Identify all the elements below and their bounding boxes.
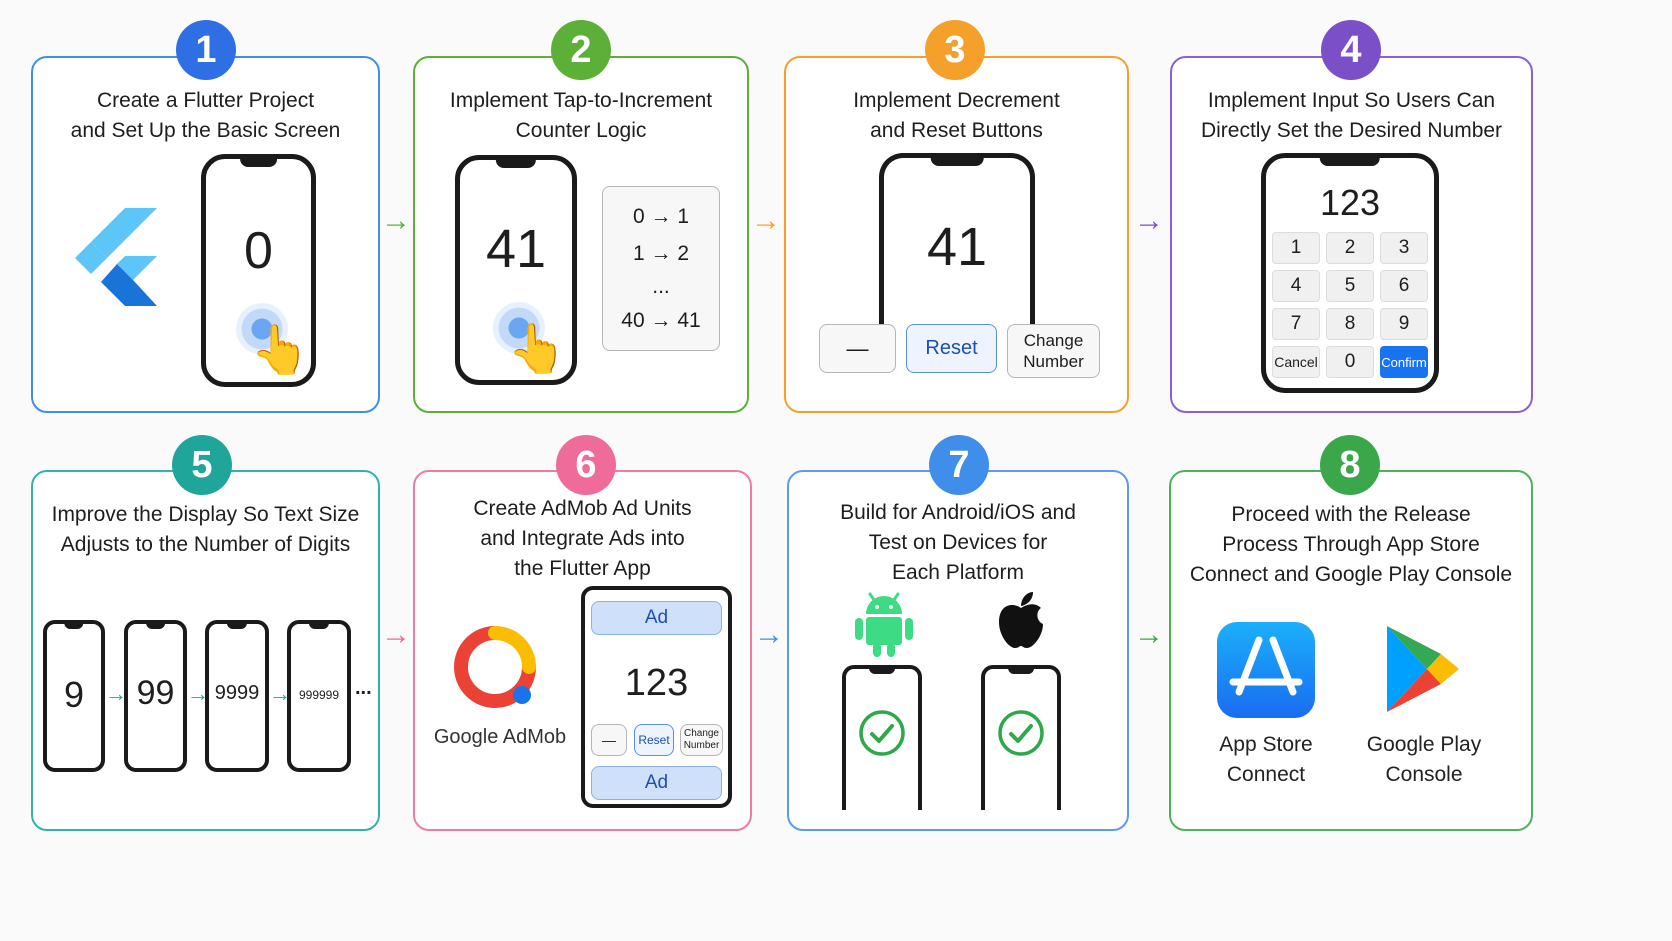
step-4-phone: 123 1 2 3 4 5 6 7 8 9 Cancel 0 Confirm (1261, 153, 1439, 393)
ellipsis: ... (355, 677, 372, 699)
key-0[interactable]: 0 (1326, 346, 1374, 378)
arrow-2-to-3: → (751, 204, 781, 237)
key-3[interactable]: 3 (1380, 232, 1428, 264)
android-icon (855, 592, 913, 657)
key-9[interactable]: 9 (1380, 308, 1428, 340)
arrow-digits-2: → (187, 681, 209, 706)
admob-logo-icon (454, 626, 536, 708)
display-1-digit: 9 (63, 674, 85, 715)
phone-6-digits: 999999 (287, 620, 351, 772)
key-4[interactable]: 4 (1272, 270, 1320, 302)
step-1-phone: 0 👆 (201, 154, 316, 387)
hand-pointer-icon: 👆 (507, 323, 567, 376)
step-6-card: Create AdMob Ad Units and Integrate Ads … (413, 470, 752, 831)
step-8-badge: 8 (1320, 435, 1380, 495)
key-1[interactable]: 1 (1272, 232, 1320, 264)
step-2-badge: 2 (551, 20, 611, 80)
number-display: 123 (624, 662, 689, 704)
step-3-badge: 3 (925, 20, 985, 80)
decrement-button[interactable]: — (591, 724, 627, 756)
step-1-title: Create a Flutter Project and Set Up the … (70, 89, 341, 142)
reset-button[interactable]: Reset (634, 724, 674, 756)
app-store-connect-label: App Store Connect (1219, 733, 1313, 786)
ios-test-phone (981, 665, 1061, 810)
step-1-card: Create a Flutter Project and Set Up the … (31, 56, 380, 413)
google-play-icon (1387, 626, 1459, 712)
sequence-line: 40 → 41 (621, 309, 701, 332)
check-icon (859, 710, 905, 756)
change-number-button[interactable]: Change Number (1007, 324, 1100, 378)
step-4-title: Implement Input So Users Can Directly Se… (1200, 89, 1503, 142)
cancel-key[interactable]: Cancel (1272, 346, 1320, 378)
flutter-logo-icon (75, 208, 157, 306)
arrow-digits-3: → (269, 681, 291, 706)
arrow-1-to-2: → (381, 204, 411, 237)
reset-button[interactable]: Reset (906, 324, 997, 373)
step-6-title: Create AdMob Ad Units and Integrate Ads … (473, 497, 692, 580)
admob-brand-label: Google AdMob (433, 726, 567, 748)
phone-1-digit: 9 (43, 620, 105, 772)
step-2-title: Implement Tap-to-Increment Counter Logic (449, 89, 713, 142)
check-icon (998, 710, 1044, 756)
change-number-button[interactable]: Change Number (680, 724, 723, 756)
display-4-digits: 9999 (214, 682, 260, 704)
tap-indicator (493, 302, 545, 354)
app-store-icon (1217, 622, 1315, 718)
counter-sequence-box: 0 → 1 1 → 2 ... 40 → 41 (602, 186, 720, 351)
android-test-phone (842, 665, 922, 810)
step-7-title: Build for Android/iOS and Test on Device… (840, 501, 1076, 584)
step-8-title: Proceed with the Release Process Through… (1189, 503, 1513, 586)
step-7-card: Build for Android/iOS and Test on Device… (787, 470, 1129, 831)
display-6-digits: 999999 (298, 688, 340, 702)
ad-banner-bottom[interactable]: Ad (591, 766, 722, 800)
arrow-7-to-8: → (1134, 618, 1164, 651)
arrow-5-to-6: → (381, 618, 411, 651)
step-5-card: Improve the Display So Text Size Adjusts… (31, 470, 380, 831)
sequence-line: ... (652, 275, 670, 298)
counter-display: 41 (485, 219, 547, 279)
sequence-line: 1 → 2 (632, 242, 690, 265)
step-4-badge: 4 (1321, 20, 1381, 80)
counter-display: 41 (926, 217, 988, 277)
phone-2-digits: 99 (124, 620, 187, 772)
key-7[interactable]: 7 (1272, 308, 1320, 340)
step-6-phone: Ad 123 — Reset Change Number Ad (581, 586, 732, 808)
confirm-key[interactable]: Confirm (1380, 346, 1428, 378)
step-1-badge: 1 (176, 20, 236, 80)
hand-pointer-icon: 👆 (250, 324, 310, 377)
key-6[interactable]: 6 (1380, 270, 1428, 302)
step-6-badge: 6 (556, 435, 616, 495)
step-3-card: Implement Decrement and Reset Buttons 41… (784, 56, 1129, 413)
sequence-line: 0 → 1 (632, 205, 690, 228)
counter-display: 0 (244, 222, 273, 280)
step-3-title: Implement Decrement and Reset Buttons (853, 89, 1060, 142)
tap-indicator (236, 303, 288, 355)
key-2[interactable]: 2 (1326, 232, 1374, 264)
phone-4-digits: 9999 (205, 620, 269, 772)
step-4-card: Implement Input So Users Can Directly Se… (1170, 56, 1533, 413)
step-7-badge: 7 (929, 435, 989, 495)
number-keypad: 1 2 3 4 5 6 7 8 9 Cancel 0 Confirm (1272, 232, 1428, 378)
number-display: 123 (1319, 182, 1381, 223)
ad-banner-top[interactable]: Ad (591, 601, 722, 635)
step-5-title: Improve the Display So Text Size Adjusts… (51, 503, 360, 556)
key-8[interactable]: 8 (1326, 308, 1374, 340)
arrow-6-to-7: → (754, 618, 784, 651)
step-3-phone: 41 (879, 153, 1035, 333)
arrow-3-to-4: → (1134, 204, 1164, 237)
display-2-digits: 99 (136, 674, 175, 712)
apple-icon (999, 592, 1043, 648)
arrow-digits-1: → (105, 681, 127, 706)
decrement-button[interactable]: — (819, 324, 896, 373)
step-5-badge: 5 (172, 435, 232, 495)
step-2-phone: 41 👆 (455, 155, 577, 385)
step-2-card: Implement Tap-to-Increment Counter Logic… (413, 56, 749, 413)
step-8-card: Proceed with the Release Process Through… (1169, 470, 1533, 831)
google-play-console-label: Google Play Console (1366, 733, 1482, 786)
key-5[interactable]: 5 (1326, 270, 1374, 302)
